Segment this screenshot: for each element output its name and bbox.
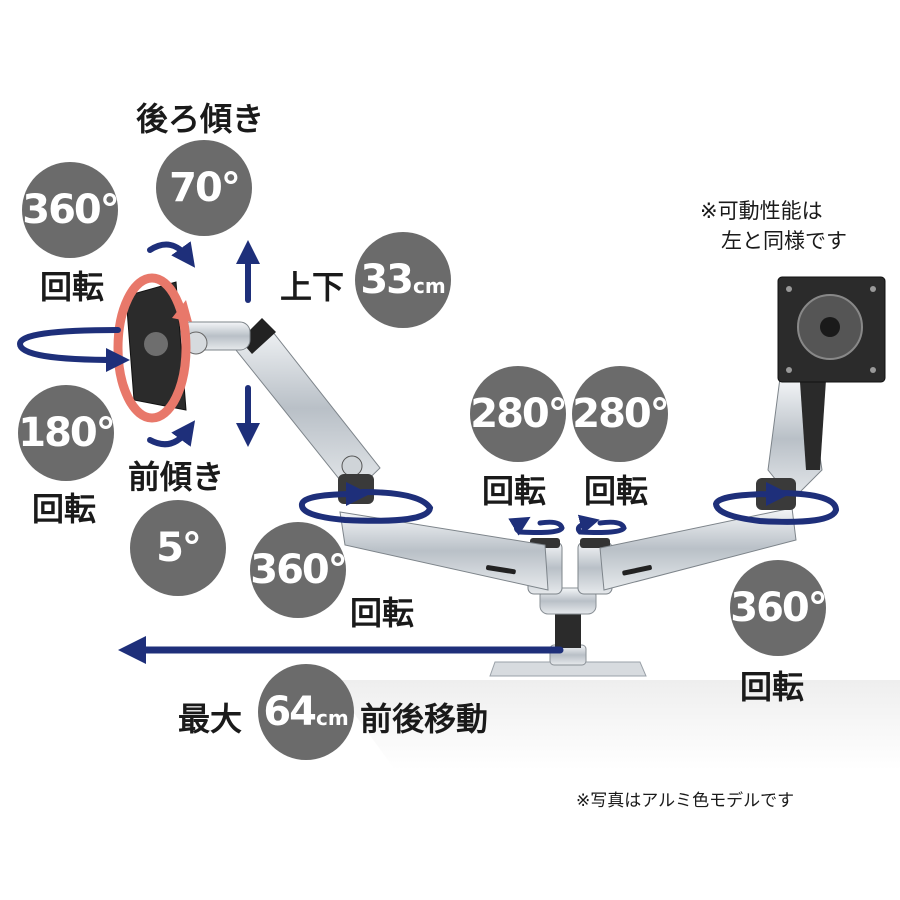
right-rotate-badge: 360° xyxy=(730,560,828,656)
reach-suffix-label: 前後移動 xyxy=(360,700,489,738)
rotate-360-left-badge: 360° xyxy=(22,162,120,258)
reach-value: 64 xyxy=(263,689,317,735)
lift-value: 33 xyxy=(360,257,414,303)
rotate-label-top-left: 回転 xyxy=(40,268,105,306)
tilt-back-value: 70° xyxy=(169,165,241,211)
rotate-180-value: 180° xyxy=(18,410,115,456)
lift-unit: cm xyxy=(412,274,446,298)
center-right-rotate-value: 280° xyxy=(572,391,669,437)
rotate-label-right: 回転 xyxy=(740,668,805,706)
rotate-360-left-value: 360° xyxy=(22,187,119,233)
right-rotate-value: 360° xyxy=(730,585,827,631)
center-left-rotate-badge: 280° xyxy=(470,366,568,462)
center-right-rotate-badge: 280° xyxy=(572,366,670,462)
tilt-back-label: 後ろ傾き xyxy=(136,100,265,138)
tilt-forward-badge: 5° xyxy=(130,500,226,596)
arm-base-rotate-value: 360° xyxy=(250,547,347,593)
left-vesa-plate xyxy=(125,281,187,411)
reach-prefix-label: 最大 xyxy=(178,700,243,738)
same-as-left-note: ※可動性能は 左と同様です xyxy=(700,199,847,253)
desk-surface xyxy=(330,680,900,770)
right-vesa-plate xyxy=(777,276,886,383)
rotate-label-center-right: 回転 xyxy=(584,472,649,510)
arm-base-rotate-badge: 360° xyxy=(250,522,348,618)
reach-unit: cm xyxy=(315,706,349,730)
tilt-forward-label: 前傾き xyxy=(128,458,225,496)
rotate-label-bottom-left: 回転 xyxy=(32,490,97,528)
clamp-base xyxy=(489,587,647,677)
rotate-180-badge: 180° xyxy=(18,385,116,481)
center-left-rotate-value: 280° xyxy=(470,391,567,437)
tilt-back-badge: 70° xyxy=(156,140,252,236)
rotate-label-arm-base: 回転 xyxy=(350,594,415,632)
up-down-label: 上下 xyxy=(280,268,345,306)
photo-note: ※写真はアルミ色モデルです xyxy=(576,791,795,811)
tilt-forward-value: 5° xyxy=(156,525,202,571)
rotate-label-center-left: 回転 xyxy=(482,472,547,510)
motion-arrows xyxy=(16,240,840,664)
